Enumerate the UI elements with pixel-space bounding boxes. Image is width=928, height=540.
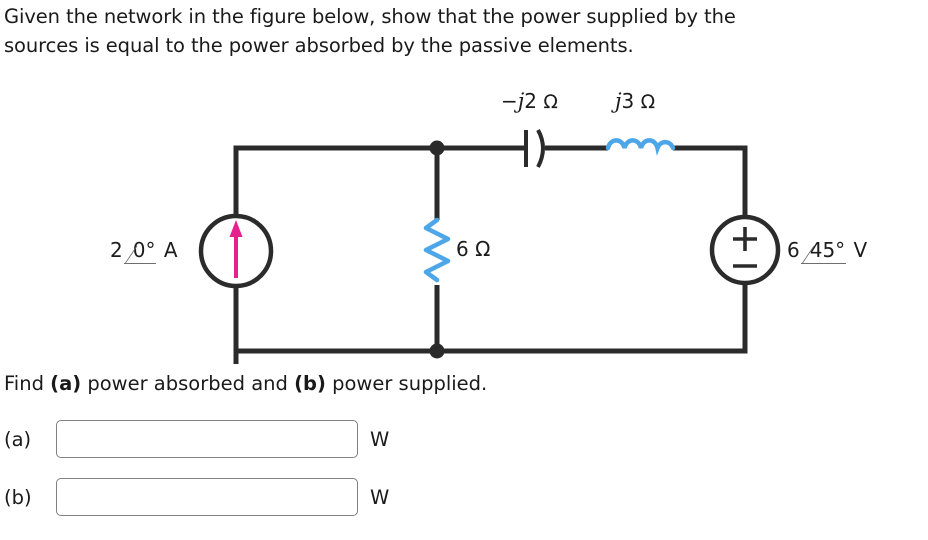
inductor-j-symbol: j [615,89,622,113]
answer-row-b: (b) W [4,475,389,519]
resistor-label: 6 Ω [456,237,491,261]
capacitor-symbol [524,129,545,168]
capacitor-j-symbol: j [517,89,525,113]
current-source-magnitude: 2 [110,238,123,262]
answer-input-a[interactable] [56,420,358,458]
find-question-line: Find (a) power absorbed and (b) power su… [4,372,487,395]
voltage-source-symbol [709,214,781,286]
capacitor-unit: Ω [543,91,558,113]
prompt-text: Given the network in the figure below, s… [4,2,924,60]
find-mid: power absorbed and [81,372,295,395]
inductor-label: j3 Ω [615,89,655,113]
resistor-zigzag [423,217,451,283]
current-source-angle: 0° [123,238,157,264]
node-dot-bottom [429,343,445,359]
answer-row-a: (a) W [4,417,389,461]
current-source-unit: A [163,238,178,262]
capacitor-plate-right-curved [536,129,545,168]
answer-unit-a: W [370,427,390,451]
find-part-b-tag: (b) [294,372,326,395]
answer-label-a: (a) [4,427,32,451]
inductor-unit: Ω [640,91,656,113]
prompt-line-1: Given the network in the figure below, s… [4,5,736,28]
answer-unit-b: W [370,485,390,509]
voltage-source-magnitude: 6 [787,238,800,262]
circuit-schematic-svg [198,129,781,364]
inductor-coil [605,138,676,156]
find-suffix: power supplied. [325,372,488,395]
capacitor-label: −j2 Ω [501,89,558,113]
find-prefix: Find [4,372,51,395]
find-part-a-tag: (a) [50,372,82,395]
capacitor-coefficient: 2 [524,89,538,113]
capacitor-prefix: − [501,89,518,113]
answer-input-b[interactable] [56,478,358,516]
node-dot-top [429,140,445,156]
answer-label-b: (b) [4,485,32,509]
inductor-coefficient: 3 [621,89,635,113]
voltage-source-unit: V [853,238,868,262]
prompt-line-2: sources is equal to the power absorbed b… [4,34,634,57]
voltage-source-angle: 45° [800,238,847,264]
current-arrow-head [229,220,243,237]
circuit-wires [233,145,748,364]
current-source-symbol [198,213,274,289]
